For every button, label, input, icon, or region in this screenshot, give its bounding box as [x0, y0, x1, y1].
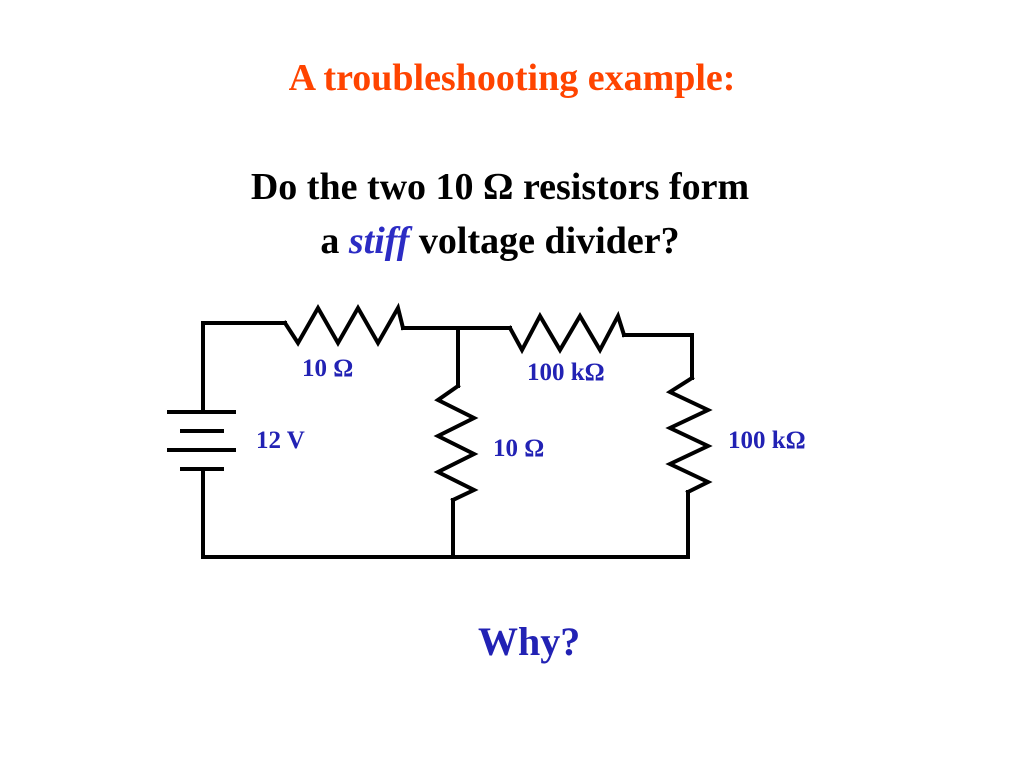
resistor-r4: [665, 375, 713, 495]
resistor-r3: [507, 310, 627, 355]
r4-label: 100 kΩ: [728, 427, 806, 454]
why-text: Why?: [478, 619, 581, 664]
question-prefix: a: [320, 220, 349, 262]
question-text: Do the two 10 Ω resistors form a stiff v…: [0, 160, 1000, 268]
question-line-1: Do the two 10 Ω resistors form: [250, 166, 750, 208]
question-line-2: a stiff voltage divider?: [0, 214, 1000, 268]
source-label: 12 V: [256, 427, 305, 454]
resistor-r1: [282, 302, 406, 348]
r3-label: 100 kΩ: [527, 359, 605, 386]
stiff-emphasis: stiff: [348, 220, 410, 262]
wire-right-top: [622, 333, 694, 380]
question-suffix: voltage divider?: [409, 220, 680, 262]
r1-label: 10 Ω: [302, 355, 354, 382]
slide-title: A troubleshooting example:: [288, 57, 736, 99]
wire-left-top: [201, 321, 287, 414]
r2-label: 10 Ω: [493, 435, 545, 462]
battery-12v: [167, 410, 236, 471]
wire-bottom: [201, 468, 690, 559]
resistor-r2: [433, 383, 479, 503]
